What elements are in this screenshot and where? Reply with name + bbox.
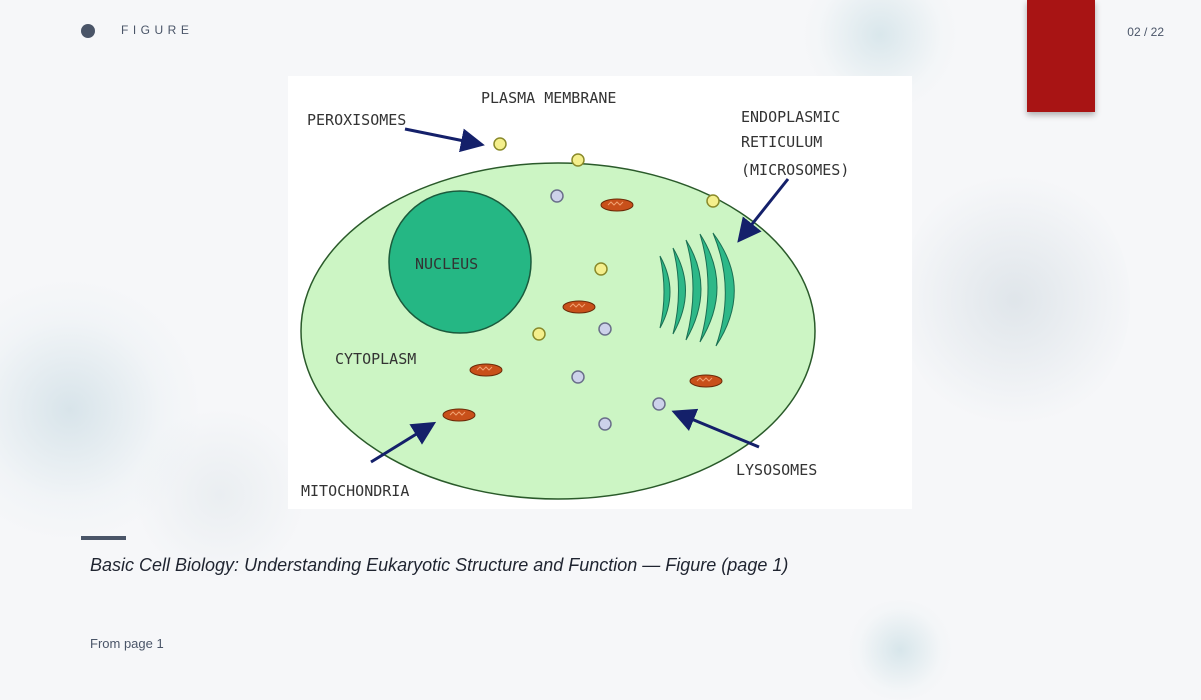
label-lysosomes: LYSOSOMES — [736, 461, 817, 479]
bookmark-tab — [1027, 0, 1095, 112]
endoplasmic-reticulum — [659, 232, 735, 347]
label-nucleus: NUCLEUS — [415, 255, 478, 273]
label-er-line3: (MICROSOMES) — [741, 161, 849, 179]
label-plasma-membrane: PLASMA MEMBRANE — [481, 89, 616, 107]
background-blob — [900, 170, 1130, 430]
caption-accent-bar — [81, 536, 126, 540]
cell-diagram: PLASMA MEMBRANE PEROXISOMES ENDOPLASMIC … — [300, 89, 849, 500]
label-er-line1: ENDOPLASMIC — [741, 108, 840, 126]
background-blob — [0, 280, 200, 540]
label-cytoplasm: CYTOPLASM — [335, 350, 416, 368]
section-label: FIGURE — [121, 23, 194, 37]
source-note: From page 1 — [90, 636, 164, 651]
lysosomes — [550, 189, 666, 431]
figure-caption: Basic Cell Biology: Understanding Eukary… — [90, 555, 789, 575]
label-er-line2: RETICULUM — [741, 133, 822, 151]
peroxisomes — [493, 137, 720, 341]
background-blob — [845, 600, 955, 700]
label-mitochondria: MITOCHONDRIA — [301, 482, 409, 500]
page-counter: 02 / 22 — [1127, 25, 1164, 39]
peroxisome-arrow-icon — [404, 127, 485, 153]
plasma-membrane — [300, 162, 816, 500]
mitochondria — [442, 198, 723, 422]
mitochondria-arrow-icon — [370, 421, 437, 464]
pointer-arrows — [370, 127, 790, 464]
er-arrow-icon — [737, 178, 790, 243]
nucleus — [388, 190, 532, 334]
label-peroxisomes: PEROXISOMES — [307, 111, 406, 129]
section-dot-icon — [81, 24, 95, 38]
cell-diagram-figure: PLASMA MEMBRANE PEROXISOMES ENDOPLASMIC … — [288, 76, 912, 509]
lysosome-arrow-icon — [671, 408, 760, 449]
